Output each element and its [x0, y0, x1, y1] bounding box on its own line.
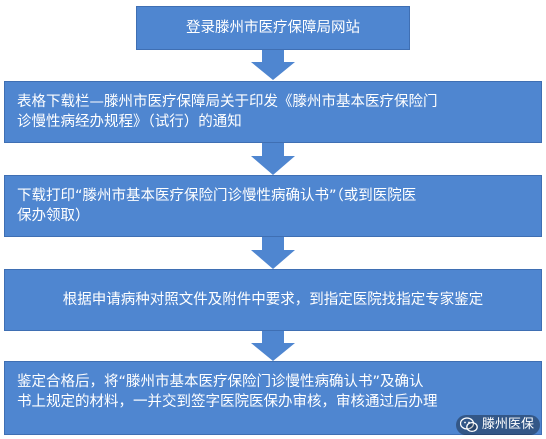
flow-step-expert-assessment: 根据申请病种对照文件及附件中要求，到指定医院找指定专家鉴定: [4, 269, 542, 331]
wechat-watermark: 滕州医保: [455, 415, 540, 435]
flow-step-text: 表格下载栏—滕州市医疗保障局关于印发《滕州市基本医疗保险门 诊慢性病经办规程》（…: [17, 94, 438, 130]
flow-step-submit-review: 鉴定合格后，将“滕州市基本医疗保险门诊慢性病确认书”及确认 书上规定的材料，一并…: [4, 361, 542, 435]
watermark-label: 滕州医保: [481, 417, 534, 432]
flow-step-login: 登录滕州市医疗保障局网站: [136, 6, 410, 50]
down-arrow-icon: [251, 50, 295, 80]
flow-step-print-form: 下载打印“滕州市基本医疗保险门诊慢性病确认书”（或到医院医 保办领取）: [4, 175, 542, 237]
wechat-icon: [459, 417, 478, 433]
flow-step-text: 下载打印“滕州市基本医疗保险门诊慢性病确认书”（或到医院医 保办领取）: [17, 188, 417, 224]
flow-step-text: 登录滕州市医疗保障局网站: [186, 20, 360, 36]
down-arrow-icon: [251, 331, 295, 361]
down-arrow-icon: [251, 237, 295, 269]
down-arrow-icon: [251, 143, 295, 175]
flow-step-download-notice: 表格下载栏—滕州市医疗保障局关于印发《滕州市基本医疗保险门 诊慢性病经办规程》（…: [4, 81, 542, 143]
flow-step-text: 根据申请病种对照文件及附件中要求，到指定医院找指定专家鉴定: [62, 292, 484, 308]
flow-step-text: 鉴定合格后，将“滕州市基本医疗保险门诊慢性病确认书”及确认 书上规定的材料，一并…: [17, 374, 438, 410]
